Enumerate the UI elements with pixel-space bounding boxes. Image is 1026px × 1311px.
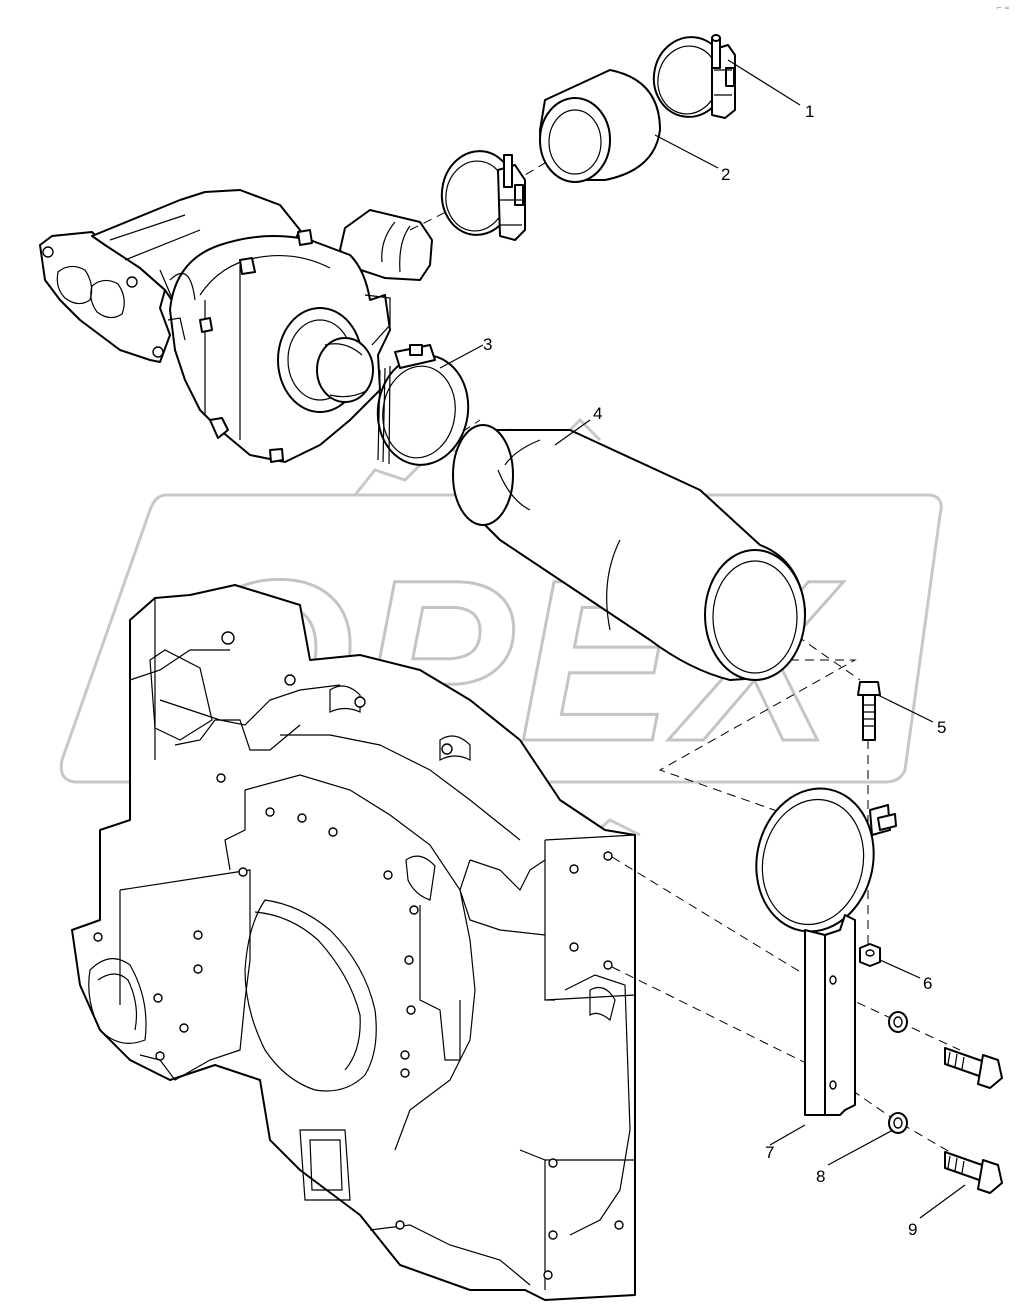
callout-7: 7 — [765, 1143, 774, 1162]
callout-8: 8 — [816, 1167, 825, 1186]
rubber-sleeve — [539, 69, 661, 183]
callout-2: 2 — [721, 165, 730, 184]
callouts: 1 2 3 4 5 6 7 8 9 — [483, 102, 946, 1239]
hose-clamp-second — [440, 150, 526, 241]
nut-6 — [859, 943, 881, 967]
callout-5: 5 — [937, 718, 946, 737]
callout-9: 9 — [908, 1220, 917, 1239]
flywheel-housing — [71, 584, 636, 1301]
callout-4: 4 — [593, 404, 602, 423]
bolt-9 — [944, 1047, 1003, 1194]
callout-6: 6 — [923, 974, 932, 993]
leader-lines — [439, 59, 966, 1219]
washer-8 — [888, 1011, 908, 1134]
callout-1: 1 — [805, 102, 814, 121]
support-bracket — [755, 787, 897, 1116]
bolt-5 — [857, 681, 881, 741]
callout-3: 3 — [483, 335, 492, 354]
reducer-hose — [452, 424, 806, 681]
v-band-clamp — [376, 344, 470, 466]
hose-clamp-top — [652, 34, 736, 119]
corner-mark: ⌐ ∞ — [996, 4, 1010, 12]
turbocharger — [39, 189, 433, 463]
